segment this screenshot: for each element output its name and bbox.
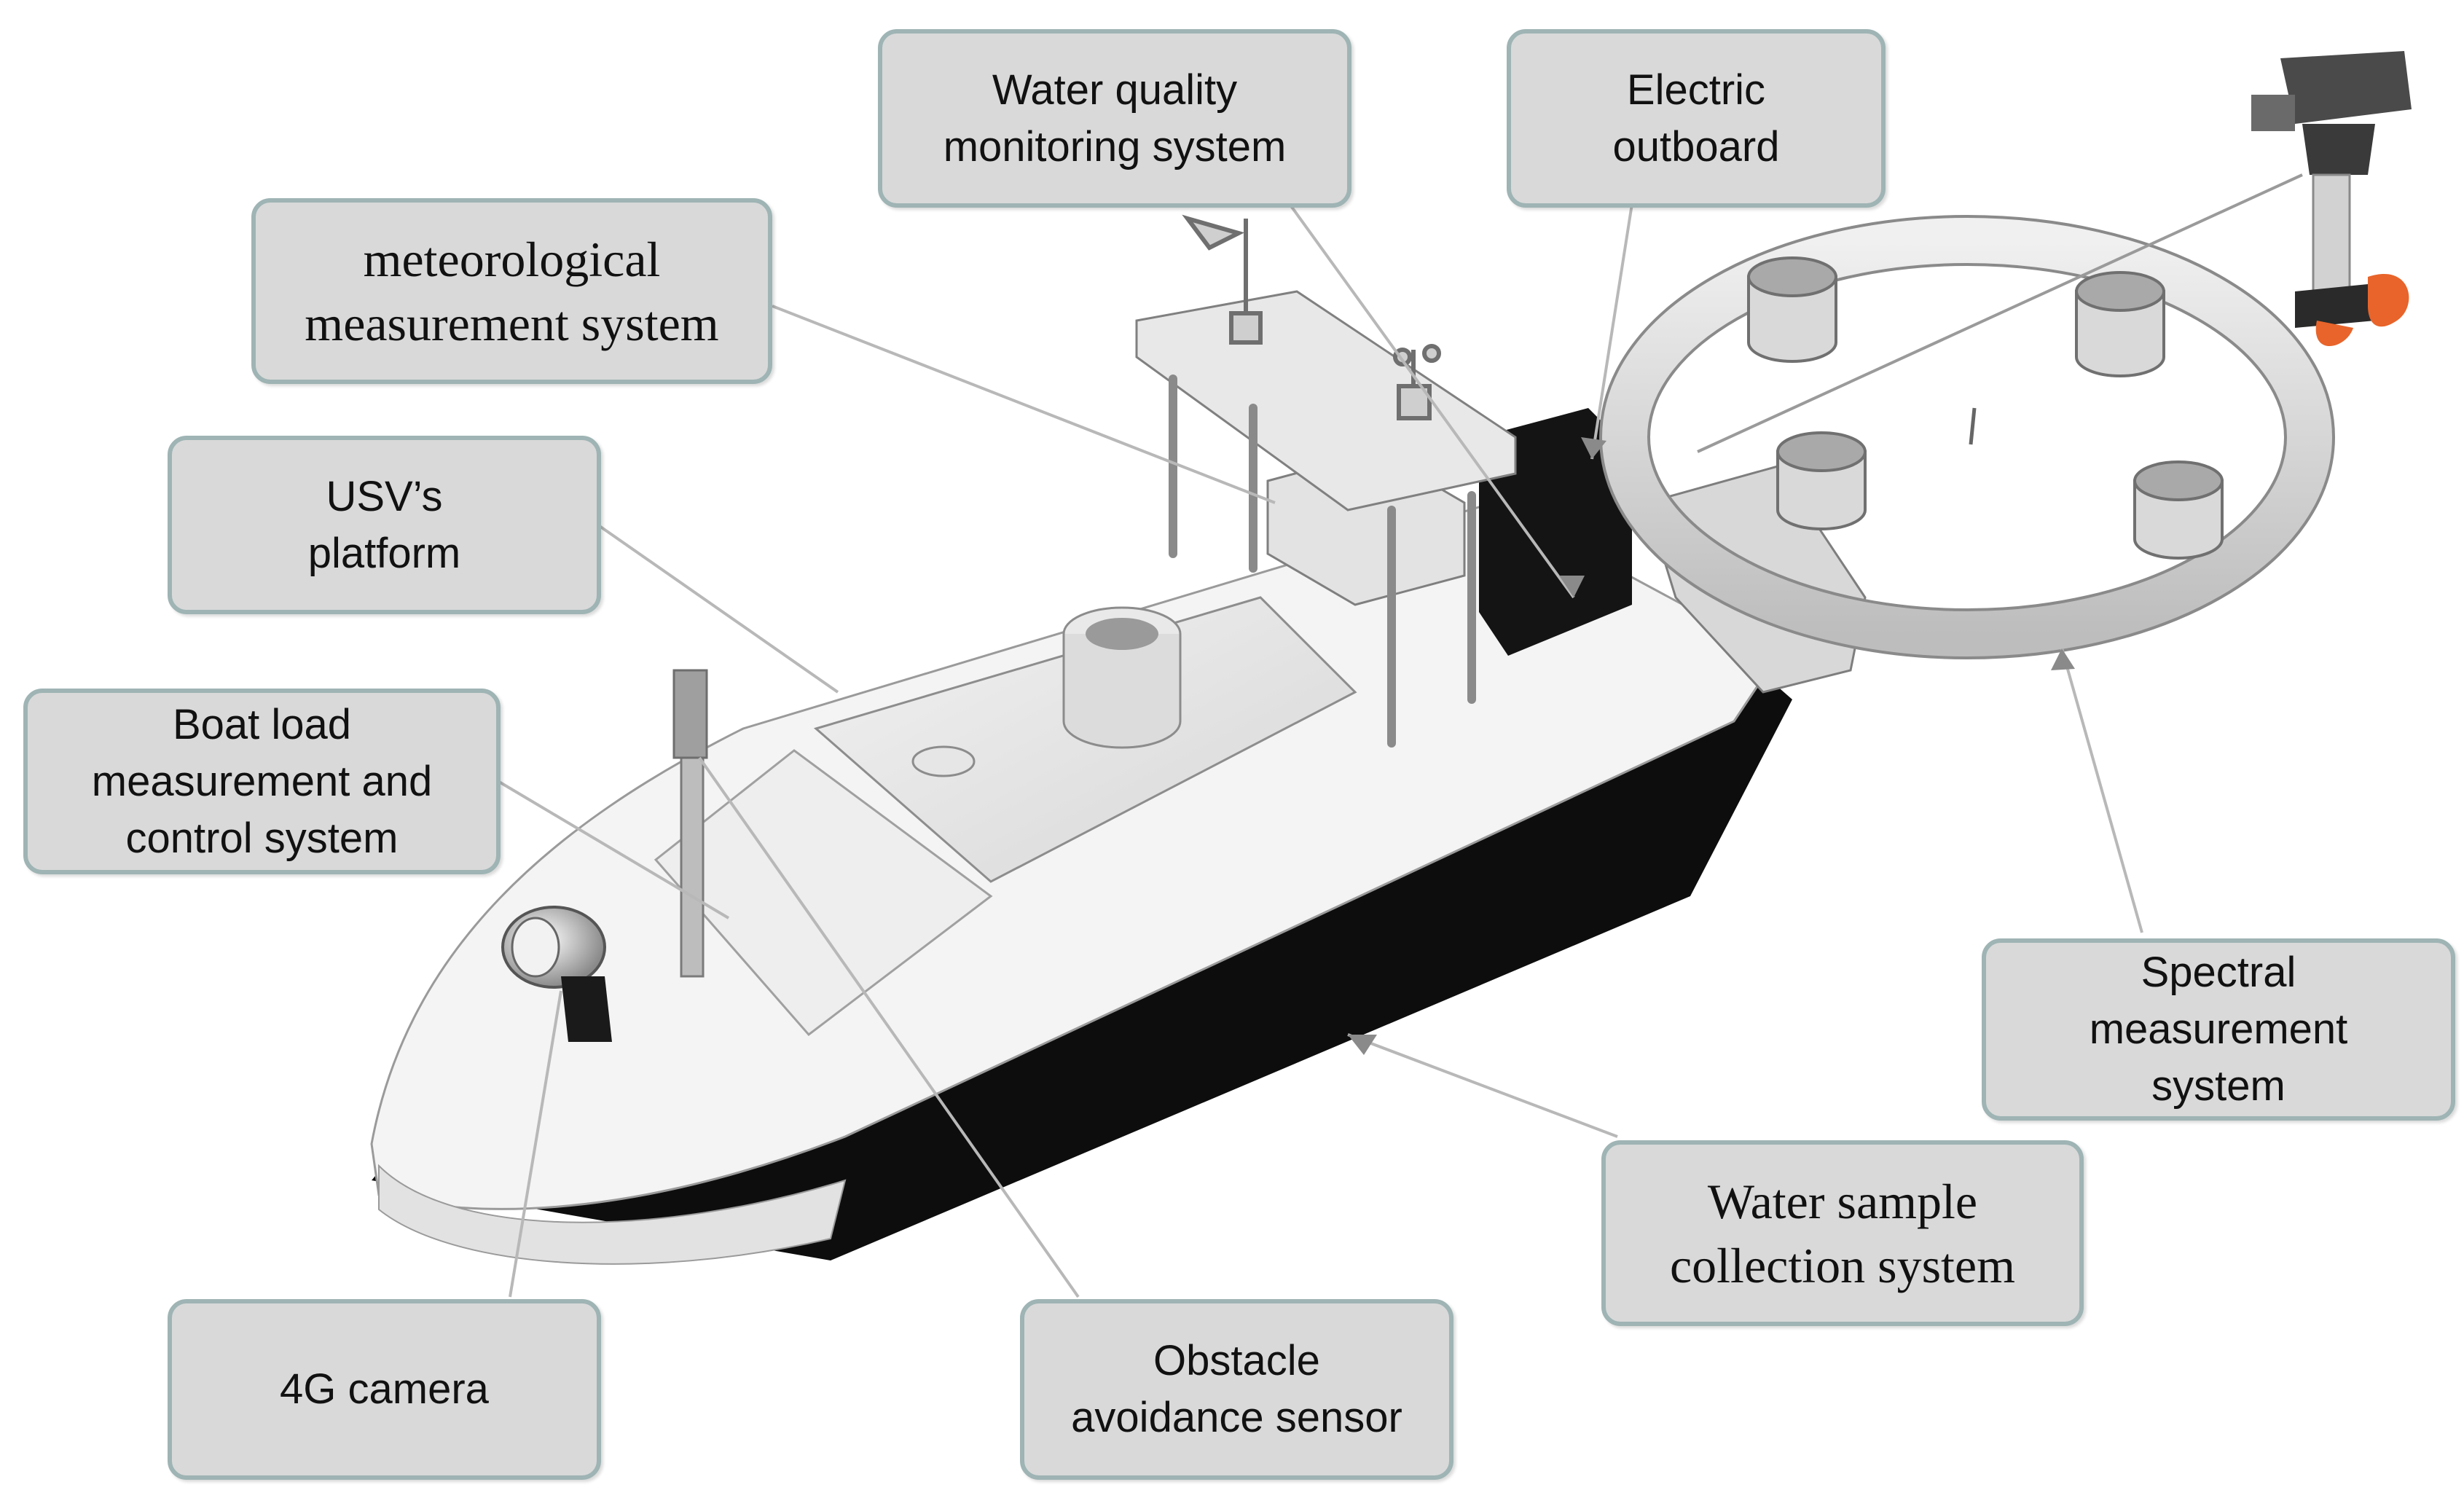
label-4g-camera: 4G camera — [168, 1299, 601, 1480]
label-water-sample-collection: Water sample collection system — [1601, 1140, 2084, 1326]
leader-arrows — [1348, 437, 2075, 1055]
ring-center-pin — [1969, 407, 1977, 445]
wind-vane — [1182, 214, 1441, 420]
ring-cups — [1747, 256, 2224, 560]
frame-legs — [1169, 374, 1476, 748]
label-text: Spectral measurement system — [2089, 949, 2348, 1110]
label-meteorological-measurement: meteorological measurement system — [251, 198, 772, 384]
mast-platform — [1135, 290, 1517, 511]
label-obstacle-avoidance: Obstacle avoidance sensor — [1020, 1299, 1453, 1480]
label-electric-outboard: Electric outboard — [1507, 29, 1886, 208]
label-spectral-measurement: Spectral measurement system — [1982, 938, 2455, 1121]
label-text: meteorological measurement system — [305, 231, 719, 351]
leader-lines — [494, 203, 2143, 1298]
spectral-ring — [1599, 215, 2335, 659]
rear-housing — [1479, 408, 1632, 656]
deck-puck — [911, 745, 976, 777]
label-water-quality-monitoring: Water quality monitoring system — [878, 29, 1351, 208]
label-text: Boat load measurement and control system — [91, 700, 433, 862]
label-text: 4G camera — [280, 1365, 489, 1413]
label-usv-platform: USV’s platform — [168, 436, 601, 614]
label-text: USV’s platform — [307, 472, 461, 577]
label-text: Obstacle avoidance sensor — [1071, 1337, 1402, 1441]
sensor-cylinder-hole — [1086, 618, 1158, 650]
outboard-motor-icon — [2251, 51, 2412, 346]
bow-rim — [378, 1164, 847, 1265]
bow-mast — [672, 669, 708, 978]
tow-line — [1697, 173, 2303, 453]
camera-lamp — [501, 906, 612, 1042]
windshield — [654, 749, 993, 1037]
label-text: Electric outboard — [1612, 66, 1780, 170]
label-boat-load-measurement: Boat load measurement and control system — [23, 689, 501, 874]
sensor-cylinder-body — [1062, 634, 1182, 749]
label-text: Water sample collection system — [1669, 1173, 2015, 1293]
label-text: Water quality monitoring system — [943, 66, 1287, 170]
